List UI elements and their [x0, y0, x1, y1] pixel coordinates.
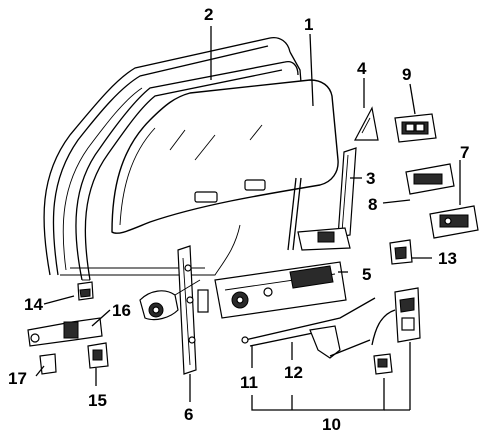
rear-channel-strip [287, 177, 302, 251]
callout-3: 3 [366, 169, 375, 188]
lock-rods [241, 297, 376, 359]
division-channel [297, 147, 357, 251]
callout-14: 14 [24, 295, 43, 314]
run-channel [75, 60, 299, 281]
callout-15: 15 [88, 391, 107, 410]
switch-bezel-icon [394, 113, 437, 143]
callout-7: 7 [460, 143, 469, 162]
door-lock-actuator-icon [371, 287, 421, 346]
callout-10: 10 [322, 415, 341, 434]
callout-1: 1 [304, 15, 313, 34]
callout-13: 13 [438, 249, 457, 268]
callout-17: 17 [8, 369, 27, 388]
leader-lines [35, 26, 461, 411]
vent-glass-icon [354, 106, 379, 141]
callout-5: 5 [362, 265, 371, 284]
callout-6: 6 [184, 405, 193, 424]
callout-9: 9 [402, 65, 411, 84]
callout-4: 4 [357, 59, 367, 78]
lock-knob-icon [389, 239, 413, 265]
door-frame-outline-icon [43, 36, 303, 276]
callout-2: 2 [204, 5, 213, 24]
callout-12: 12 [284, 363, 303, 382]
window-regulator-icon [139, 245, 209, 375]
callout-8: 8 [368, 195, 377, 214]
door-hinge-icon [27, 281, 109, 375]
handle-bezel-icon [429, 205, 479, 239]
door-glass-icon [111, 79, 339, 234]
rod-clip-icon [373, 353, 393, 375]
callout-16: 16 [112, 301, 131, 320]
door-lock-carrier-icon [214, 261, 347, 319]
inside-handle-icon [405, 163, 455, 195]
callout-11: 11 [240, 373, 258, 392]
callout-labels: 1 2 3 4 5 6 7 8 9 10 11 12 13 14 15 16 1… [8, 5, 469, 434]
